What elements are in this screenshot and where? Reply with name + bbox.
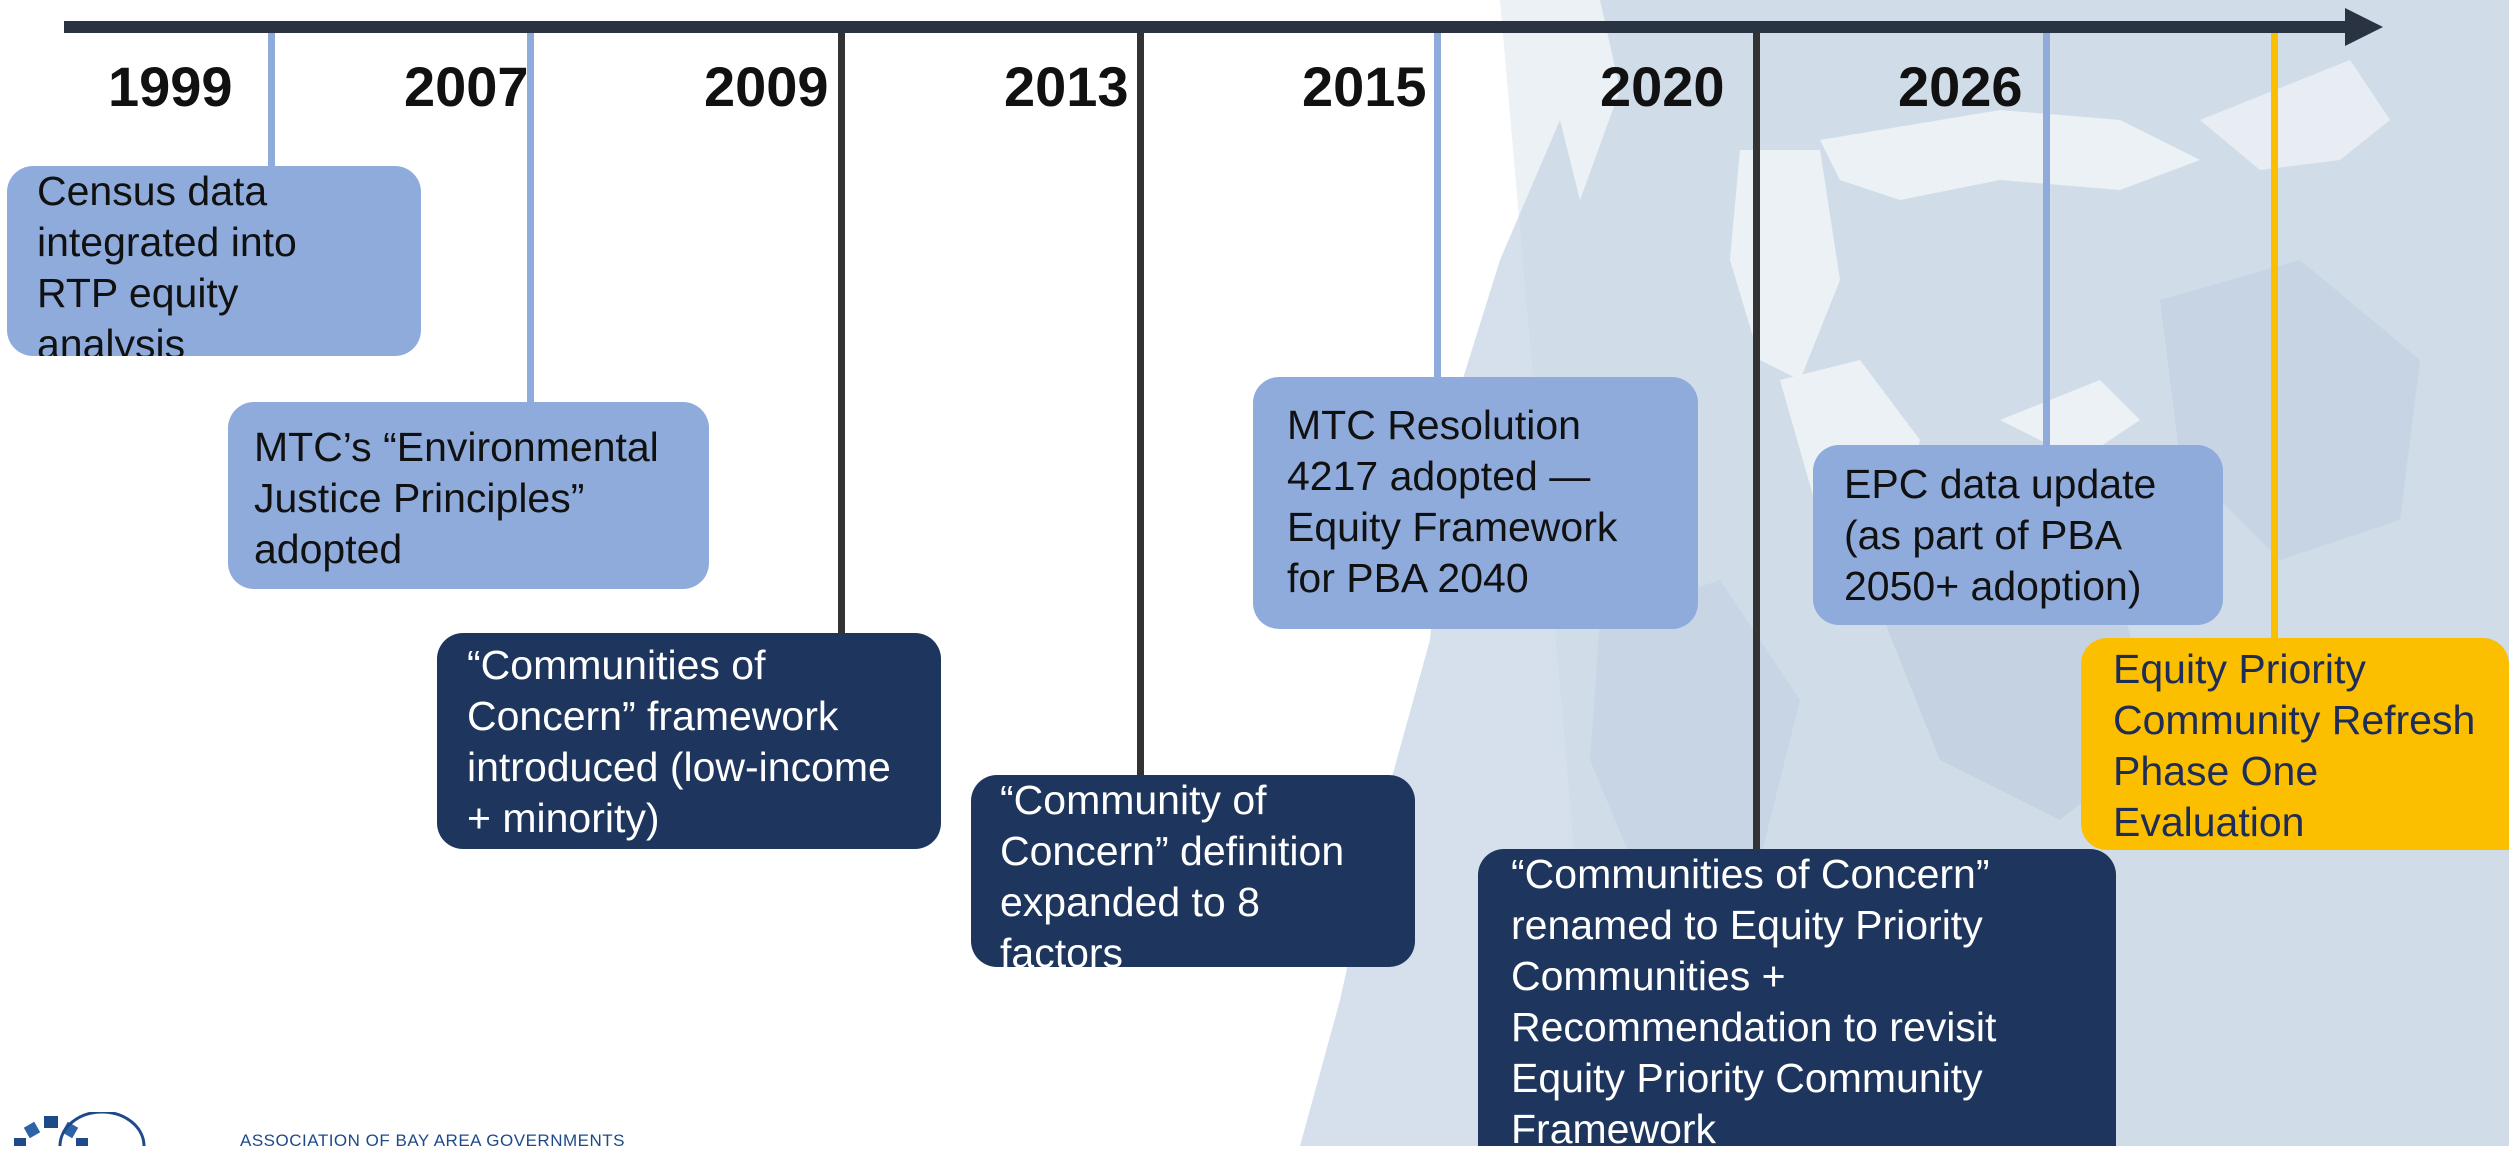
event-text-1999: Census data integrated into RTP equity a… bbox=[37, 168, 297, 356]
connector-line-1999 bbox=[268, 33, 275, 170]
year-1999: 1999 bbox=[108, 55, 233, 118]
event-box-1999: Census data integrated into RTP equity a… bbox=[7, 166, 421, 356]
event-text-2026: EPC data update (as part of PBA 2050+ ad… bbox=[1844, 461, 2157, 609]
connector-line-2013 bbox=[1137, 33, 1144, 779]
timeline-axis bbox=[64, 21, 2364, 33]
year-2026: 2026 bbox=[1898, 55, 2023, 118]
event-box-2020: “Communities of Concern” renamed to Equi… bbox=[1478, 849, 2116, 1146]
timeline-arrowhead-icon bbox=[2345, 8, 2383, 46]
event-box-2015: MTC Resolution 4217 adopted — Equity Fra… bbox=[1253, 377, 1698, 629]
year-2009: 2009 bbox=[704, 55, 829, 118]
connector-line-refresh bbox=[2271, 33, 2278, 643]
event-text-2020: “Communities of Concern” renamed to Equi… bbox=[1511, 851, 1997, 1146]
event-text-2015: MTC Resolution 4217 adopted — Equity Fra… bbox=[1287, 402, 1618, 601]
year-2020: 2020 bbox=[1600, 55, 1725, 118]
connector-line-2026 bbox=[2043, 33, 2050, 448]
event-box-2009: “Communities of Concern” framework intro… bbox=[437, 633, 941, 849]
connector-line-2009 bbox=[838, 33, 845, 637]
year-2015: 2015 bbox=[1302, 55, 1427, 118]
year-2013: 2013 bbox=[1004, 55, 1129, 118]
abag-logo-icon bbox=[14, 1110, 224, 1151]
event-box-2013: “Community of Concern” definition expand… bbox=[971, 775, 1415, 967]
event-box-2026: EPC data update (as part of PBA 2050+ ad… bbox=[1813, 445, 2223, 625]
year-2007: 2007 bbox=[404, 55, 529, 118]
connector-line-2015 bbox=[1434, 33, 1441, 380]
event-box-2007: MTC’s “Environmental Justice Principles”… bbox=[228, 402, 709, 589]
event-text-2013: “Community of Concern” definition expand… bbox=[1000, 777, 1345, 967]
event-text-refresh: Equity Priority Community Refresh Phase … bbox=[2113, 646, 2476, 845]
event-text-2009: “Communities of Concern” framework intro… bbox=[467, 642, 891, 841]
event-box-refresh: Equity Priority Community Refresh Phase … bbox=[2081, 638, 2509, 850]
org-name-text: ASSOCIATION OF BAY AREA GOVERNMENTS bbox=[240, 1131, 625, 1150]
connector-line-2007 bbox=[527, 33, 534, 406]
connector-line-2020 bbox=[1753, 33, 1760, 853]
event-text-2007: MTC’s “Environmental Justice Principles”… bbox=[254, 424, 659, 572]
